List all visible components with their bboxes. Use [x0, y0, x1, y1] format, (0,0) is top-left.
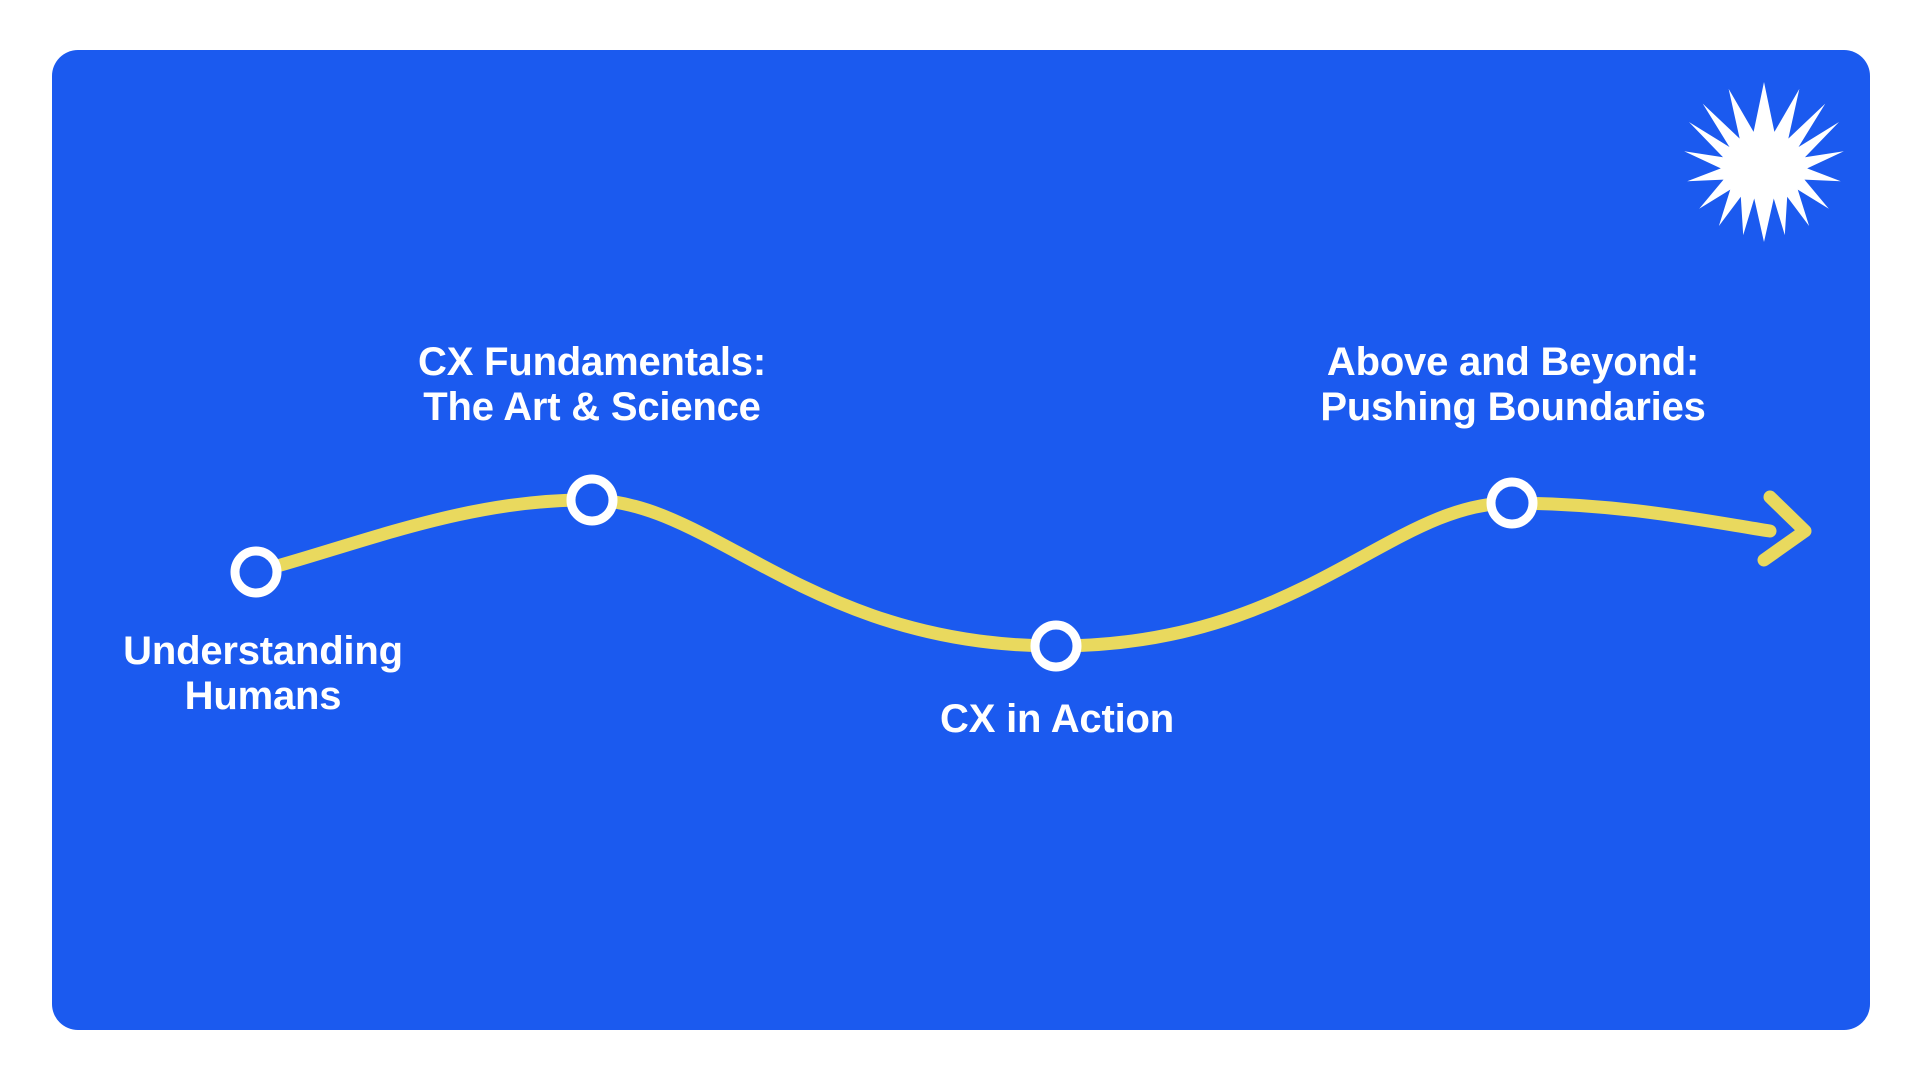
milestone-label-cx-fundamentals: CX Fundamentals: The Art & Science: [418, 340, 766, 430]
arrow-head-icon: [1757, 490, 1812, 567]
milestone-label-cx-in-action: CX in Action: [940, 697, 1174, 741]
milestone-node-cx-fundamentals[interactable]: [566, 474, 618, 526]
milestone-node-cx-in-action[interactable]: [1030, 620, 1082, 672]
milestone-node-above-and-beyond[interactable]: [1486, 477, 1538, 529]
milestone-label-understanding-humans: Understanding Humans: [123, 629, 403, 719]
milestone-label-above-and-beyond: Above and Beyond: Pushing Boundaries: [1320, 340, 1706, 430]
milestone-node-understanding-humans[interactable]: [230, 546, 282, 598]
journey-path: [249, 493, 1777, 653]
